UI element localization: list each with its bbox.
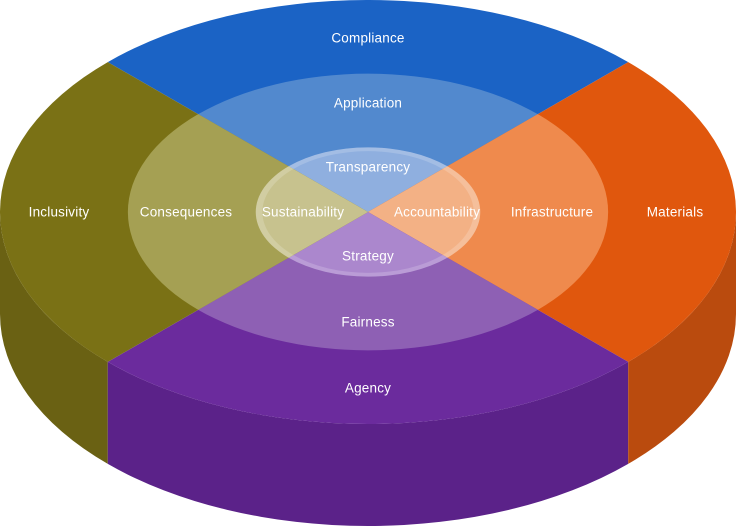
side-wall-right — [628, 212, 736, 464]
label-sustainability: Sustainability — [261, 204, 345, 220]
quadrant-top — [107, 0, 629, 212]
label-compliance: Compliance — [331, 30, 405, 46]
label-agency: Agency — [344, 380, 392, 396]
label-inclusivity: Inclusivity — [28, 204, 90, 220]
quadrant-bottom — [107, 212, 629, 425]
label-accountability: Accountability — [393, 204, 481, 220]
label-strategy: Strategy — [342, 248, 394, 264]
segment-consequences — [127, 114, 368, 310]
label-transparency: Transparency — [325, 159, 411, 175]
segment-application — [198, 73, 538, 212]
segment-transparency — [288, 147, 448, 212]
quadrant-right — [368, 62, 736, 362]
label-application: Application — [333, 95, 403, 111]
quadrant-left — [0, 62, 368, 362]
side-wall-left — [0, 212, 108, 464]
label-infrastructure: Infrastructure — [510, 204, 594, 220]
segment-strategy — [288, 212, 448, 277]
side-wall-bottom — [107, 361, 629, 526]
segment-infrastructure — [368, 114, 609, 310]
label-consequences: Consequences — [139, 204, 233, 220]
label-materials: Materials — [646, 204, 704, 220]
label-fairness: Fairness — [341, 314, 395, 330]
segment-accountability — [368, 166, 481, 258]
segment-fairness — [198, 212, 538, 351]
segment-sustainability — [255, 166, 368, 258]
